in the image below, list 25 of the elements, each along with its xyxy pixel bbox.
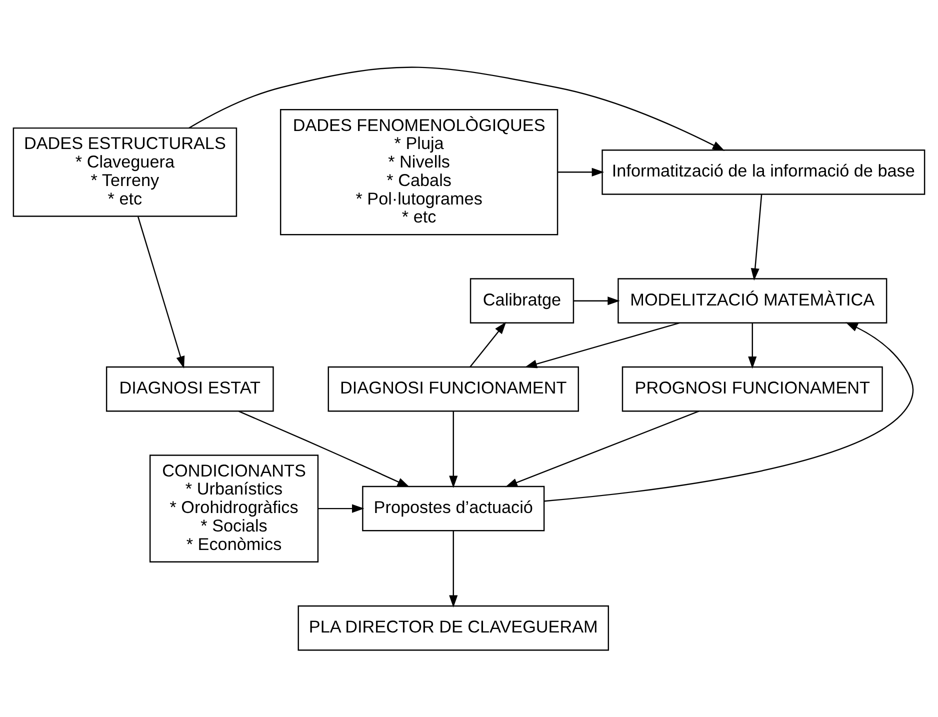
arrow [750,194,762,281]
arrow [574,296,620,306]
arrow [188,66,725,151]
node-box: MODELITZACIÓ MATEMÀTICA [618,278,888,324]
arrow [449,411,458,488]
arrow [138,216,185,368]
node-box: DADES ESTRUCTURALS * Claveguera * Terreny * etc [12,127,238,217]
node-box: CONDICIONANTS * Urbanístics * Orohidrogràfics * Socials * Econòmics [149,454,319,562]
arrow [748,323,757,369]
arrow [505,410,700,488]
node-box: Calibratge [470,278,574,324]
arrow [470,322,506,368]
node-box: PROGNOSI FUNCIONAMENT [622,366,883,412]
arrow [449,530,458,608]
arrow [544,322,914,502]
arrow [318,504,364,513]
node-box: DIAGNOSI FUNCIONAMENT [328,366,579,412]
node-box: Propostes d’actuació [362,486,545,532]
node-box: DIAGNOSI ESTAT [106,366,274,412]
node-box: PLA DIRECTOR DE CLAVEGUERAM [298,605,609,651]
node-box: DADES FENOMENOLÒGIQUES * Pluja * Nivells * Cabals * Pol·lutogrames * etc [280,109,558,236]
node-box: Informatització de la informació de base [602,150,926,195]
arrow [524,322,680,368]
arrow [558,168,604,176]
arrow [238,410,410,488]
